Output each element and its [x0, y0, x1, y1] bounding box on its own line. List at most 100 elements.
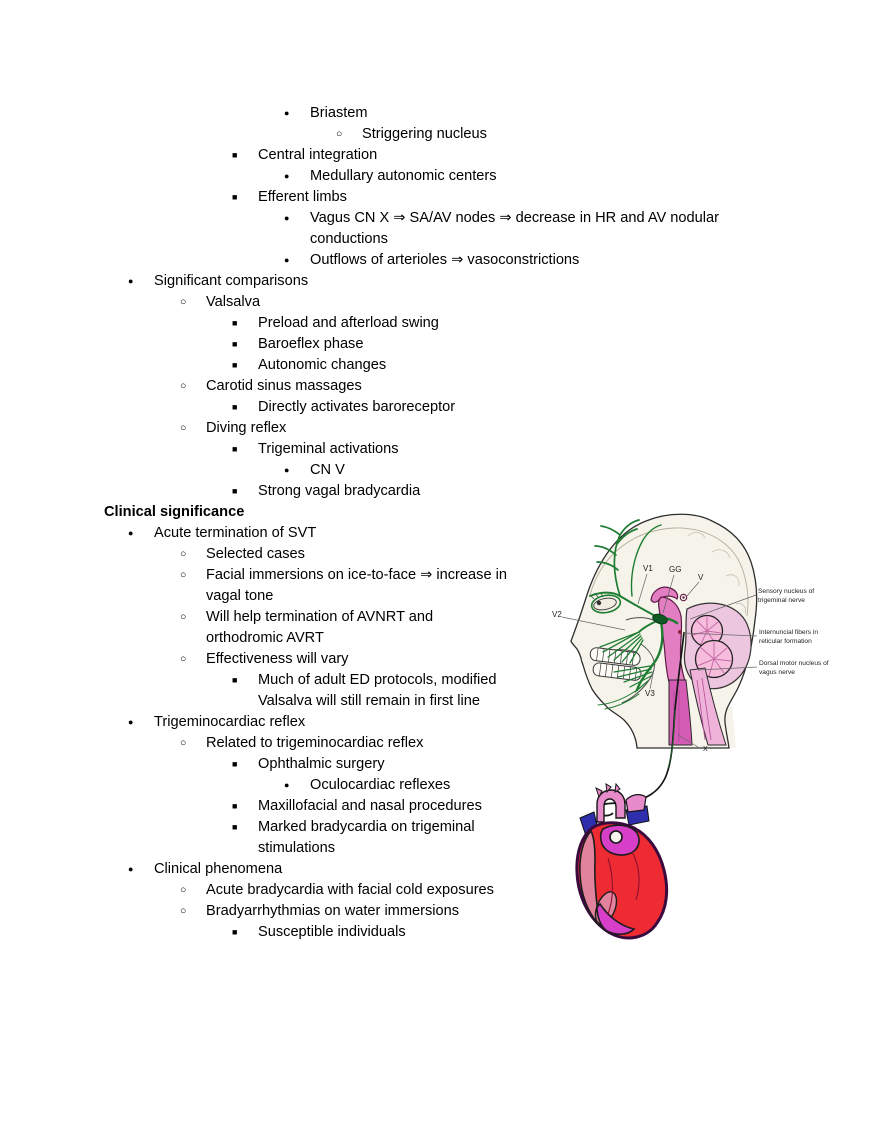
trigeminal-ganglion	[652, 613, 668, 625]
list-item: ○Facial immersions on ice-to-face ⇒ incr…	[180, 565, 880, 607]
heart	[575, 782, 669, 940]
disc-bullet-marker: ●	[128, 864, 134, 874]
list-item: ●Medullary autonomic centers	[284, 166, 880, 187]
list-item: ● Outflows of arterioles ⇒ vasoconstricti…	[284, 250, 880, 271]
list-item: ■ Marked bradycardia on trigeminal stimul…	[232, 817, 880, 859]
list-item-text: Valsalva	[206, 294, 261, 310]
disc-bullet-marker: ●	[284, 108, 290, 118]
suture-lines	[687, 532, 746, 615]
label-x: X	[703, 746, 708, 753]
square-bullet-marker: ■	[232, 444, 238, 454]
figure-labels: V1 GG V V2 V3 X Sensory nucleus of trige…	[552, 564, 829, 753]
list-item: ●Significant comparisons	[128, 271, 880, 292]
list-item-text: Oculocardiac reflexes	[310, 777, 451, 793]
reticular-dot	[678, 630, 682, 634]
list-item-text: Central integration	[258, 147, 378, 163]
square-bullet-marker: ■	[232, 801, 238, 811]
label-internuncial-1: Internuncial fibers in	[759, 629, 818, 636]
list-item: ○Will help termination of AVNRT and orth…	[180, 607, 880, 649]
list-item: ■ Central integration	[232, 145, 880, 166]
disc-bullet-marker: ●	[284, 780, 290, 790]
anatomy-figure-svg: V1 GG V V2 V3 X Sensory nucleus of trige…	[552, 513, 829, 940]
list-item-text: Baroeflex phase	[258, 336, 364, 352]
section-heading: Clinical significance	[104, 502, 880, 523]
list-item: ■ Maxillofacial and nasal procedures	[232, 796, 880, 817]
disc-bullet-marker: ●	[284, 255, 290, 265]
leader-lines	[561, 573, 758, 748]
list-item: ○Carotid sinus massages	[180, 376, 880, 397]
label-v2: V2	[552, 610, 562, 619]
circle-bullet-marker: ○	[180, 611, 187, 623]
circle-bullet-marker: ○	[180, 548, 187, 560]
list-item-text: Related to trigeminocardiac reflex	[206, 735, 424, 751]
list-item-text: Ophthalmic surgery	[258, 756, 385, 772]
list-item: ■ Autonomic changes	[232, 355, 880, 376]
apex-magenta	[596, 902, 636, 935]
list-item: ■Strong vagal bradycardia	[232, 481, 880, 502]
disc-bullet-marker: ●	[128, 276, 134, 286]
label-sensory-2: trigeminal nerve	[758, 597, 805, 604]
label-sensory-1: Sensory nucleus of	[758, 588, 814, 595]
list-item: ●Briastem	[284, 103, 880, 124]
list-item: ■ Ophthalmic surgery	[232, 754, 880, 775]
list-item: ○Valsalva	[180, 292, 880, 313]
square-bullet-marker: ■	[232, 822, 238, 832]
list-item-text: Vagus CN X ⇒ SA/AV nodes ⇒ decrease in H…	[310, 210, 719, 247]
square-bullet-marker: ■	[232, 150, 238, 160]
list-item: ● Clinical phenomena	[128, 859, 880, 880]
list-item: ○ Diving reflex	[180, 418, 880, 439]
neck-column-front	[668, 679, 693, 746]
list-item-text: Trigeminal activations	[258, 441, 399, 457]
circle-bullet-marker: ○	[336, 128, 343, 140]
list-item-text: Autonomic changes	[258, 357, 387, 373]
arch-branches	[595, 782, 621, 799]
label-dorsal-2: vagus nerve	[759, 669, 795, 676]
list-item: ●CN V	[284, 460, 880, 481]
list-item-text: Striggering nucleus	[362, 126, 487, 142]
list-item-text: Marked bradycardia on trigeminal stimula…	[258, 819, 475, 856]
list-item: ● Oculocardiac reflexes	[284, 775, 880, 796]
list-item-text: Effectiveness will vary	[206, 651, 349, 667]
atrial-appendage	[625, 794, 647, 813]
aortic-root	[609, 830, 623, 844]
square-bullet-marker: ■	[232, 675, 238, 685]
list-item-text: Diving reflex	[206, 420, 287, 436]
label-v3: V3	[645, 689, 655, 698]
list-item-text: Preload and afterload swing	[258, 315, 439, 331]
ventricle-detail	[607, 851, 640, 915]
square-bullet-marker: ■	[232, 339, 238, 349]
circle-bullet-marker: ○	[180, 653, 187, 665]
list-item: ■ Trigeminal activations	[232, 439, 880, 460]
anatomy-figure: V1 GG V V2 V3 X Sensory nucleus of trige…	[540, 500, 880, 960]
disc-bullet-marker: ●	[284, 171, 290, 181]
disc-bullet-marker: ●	[284, 465, 290, 475]
list-item-text: Much of adult ED protocols, modified Val…	[258, 672, 497, 709]
list-item-text: Outflows of arterioles ⇒ vasoconstrictio…	[310, 252, 580, 268]
list-item-text: Maxillofacial and nasal procedures	[258, 798, 482, 814]
square-bullet-marker: ■	[232, 402, 238, 412]
list-item: ○ Selected cases	[180, 544, 880, 565]
heading-text: Clinical significance	[104, 504, 245, 520]
square-bullet-marker: ■	[232, 192, 238, 202]
list-item-text: Bradyarrhythmias on water immersions	[206, 903, 460, 919]
circle-bullet-marker: ○	[180, 737, 187, 749]
list-item: ■ Much of adult ED protocols, modified Va…	[232, 670, 880, 712]
list-item: ■Preload and afterload swing	[232, 313, 880, 334]
list-item: ●Vagus CN X ⇒ SA/AV nodes ⇒ decrease in …	[284, 208, 880, 250]
list-item-text: Strong vagal bradycardia	[258, 483, 421, 499]
circle-bullet-marker: ○	[180, 905, 187, 917]
list-item: ■Efferent limbs	[232, 187, 880, 208]
disc-bullet-marker: ●	[128, 528, 134, 538]
square-bullet-marker: ■	[232, 759, 238, 769]
list-item: ○ Striggering nucleus	[336, 124, 880, 145]
circle-bullet-marker: ○	[180, 422, 187, 434]
list-item-text: Selected cases	[206, 546, 305, 562]
list-item: ○ Related to trigeminocardiac reflex	[180, 733, 880, 754]
list-item-text: Acute termination of SVT	[154, 525, 317, 541]
square-bullet-marker: ■	[232, 360, 238, 370]
vagus-nerve-green-tinge	[667, 709, 676, 769]
list-item: ○ Effectiveness will vary	[180, 649, 880, 670]
list-item-text: Directly activates baroreceptor	[258, 399, 456, 415]
list-item-text: Clinical phenomena	[154, 861, 283, 877]
